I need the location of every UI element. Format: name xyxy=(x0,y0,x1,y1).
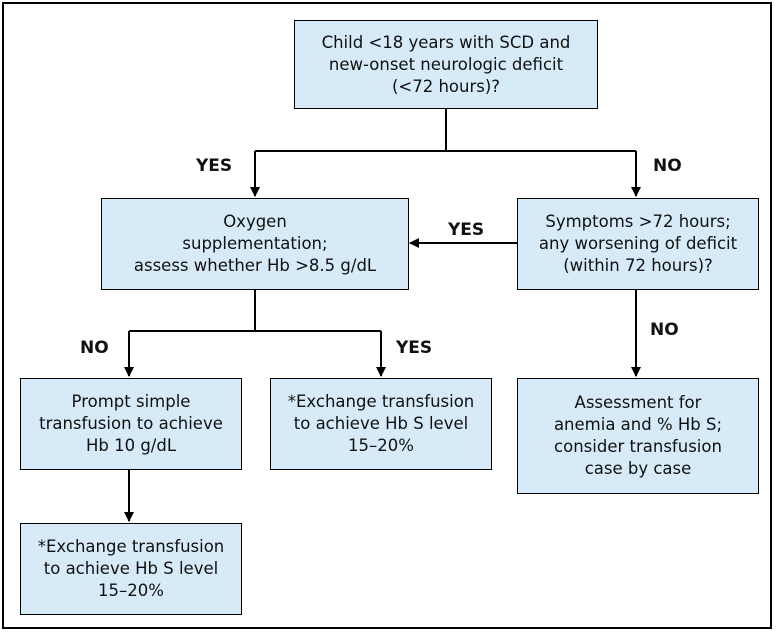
box-exchange-transfusion-bottom: *Exchange transfusion to achieve Hb S le… xyxy=(20,523,242,615)
box-assessment: Assessment for anemia and % Hb S; consid… xyxy=(517,378,759,494)
label-yes-oxygen: YES xyxy=(396,338,433,358)
box-simple-transfusion-text: Prompt simple transfusion to achieve Hb … xyxy=(39,392,223,455)
diagram-frame xyxy=(2,2,772,629)
box-start-question: Child <18 years with SCD and new-onset n… xyxy=(294,20,598,109)
box-oxygen-supplementation: Oxygen supplementation; assess whether H… xyxy=(101,198,409,290)
label-no-start: NO xyxy=(653,156,682,176)
box-exchange-transfusion-right: *Exchange transfusion to achieve Hb S le… xyxy=(270,378,492,470)
label-yes-start: YES xyxy=(196,156,233,176)
box-exchange-transfusion-bottom-text: *Exchange transfusion to achieve Hb S le… xyxy=(37,537,225,600)
box-symptoms-question-text: Symptoms >72 hours; any worsening of def… xyxy=(538,212,738,275)
label-yes-symptoms: YES xyxy=(448,220,485,240)
box-exchange-transfusion-right-text: *Exchange transfusion to achieve Hb S le… xyxy=(287,392,475,455)
box-oxygen-supplementation-text: Oxygen supplementation; assess whether H… xyxy=(133,212,377,275)
label-no-symptoms: NO xyxy=(650,320,679,340)
box-simple-transfusion: Prompt simple transfusion to achieve Hb … xyxy=(20,378,242,470)
box-assessment-text: Assessment for anemia and % Hb S; consid… xyxy=(553,393,723,478)
box-start-question-text: Child <18 years with SCD and new-onset n… xyxy=(321,32,571,96)
box-symptoms-question: Symptoms >72 hours; any worsening of def… xyxy=(517,198,759,290)
label-no-oxygen: NO xyxy=(80,338,109,358)
